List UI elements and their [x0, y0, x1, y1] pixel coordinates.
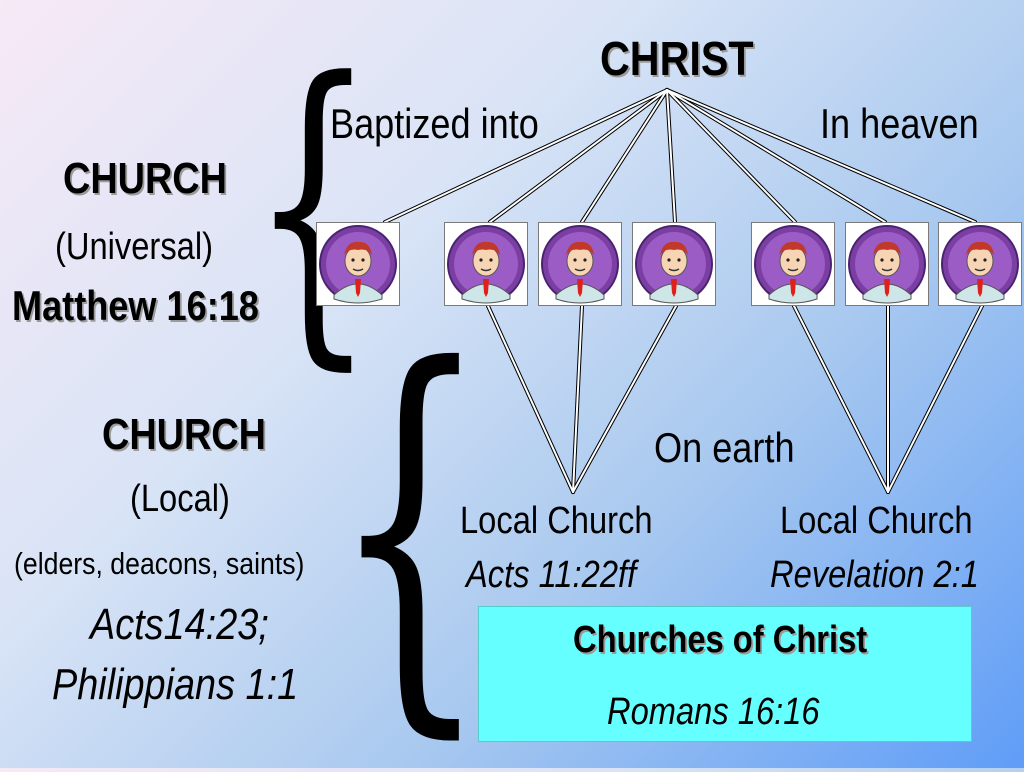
romans-ref: Romans 16:16 — [607, 691, 820, 733]
baptized-into-label: Baptized into — [330, 100, 539, 147]
in-heaven-label: In heaven — [820, 100, 979, 147]
local-church-2-ref: Revelation 2:1 — [770, 554, 979, 596]
universal-church-title: CHURCH — [63, 154, 227, 203]
universal-subtitle: (Universal) — [55, 226, 213, 268]
churches-of-christ-title: Churches of Christ — [573, 619, 868, 661]
local-church-1-ref: Acts 11:22ff — [466, 554, 637, 596]
person-avatar-icon — [316, 222, 400, 306]
left-brace-icon: { — [250, 13, 376, 397]
local-members: (elders, deacons, saints) — [14, 546, 305, 581]
local-church-2-label: Local Church — [780, 500, 973, 542]
local-ref-2: Philippians 1:1 — [52, 660, 299, 709]
person-avatar-icon — [845, 222, 929, 306]
person-avatar-icon — [938, 222, 1022, 306]
person-avatar-icon — [444, 222, 528, 306]
local-subtitle: (Local) — [130, 478, 230, 520]
left-brace-icon: { — [330, 283, 491, 772]
on-earth-label: On earth — [654, 424, 795, 471]
local-ref-1: Acts14:23; — [90, 600, 269, 649]
local-church-title: CHURCH — [102, 410, 266, 459]
christ-label: CHRIST — [600, 33, 754, 86]
universal-ref: Matthew 16:18 — [12, 282, 259, 329]
local-church-1-label: Local Church — [460, 500, 653, 542]
person-avatar-icon — [538, 222, 622, 306]
churches-of-christ-box: Churches of Christ Romans 16:16 — [478, 606, 972, 742]
person-avatar-icon — [632, 222, 716, 306]
person-avatar-icon — [751, 222, 835, 306]
